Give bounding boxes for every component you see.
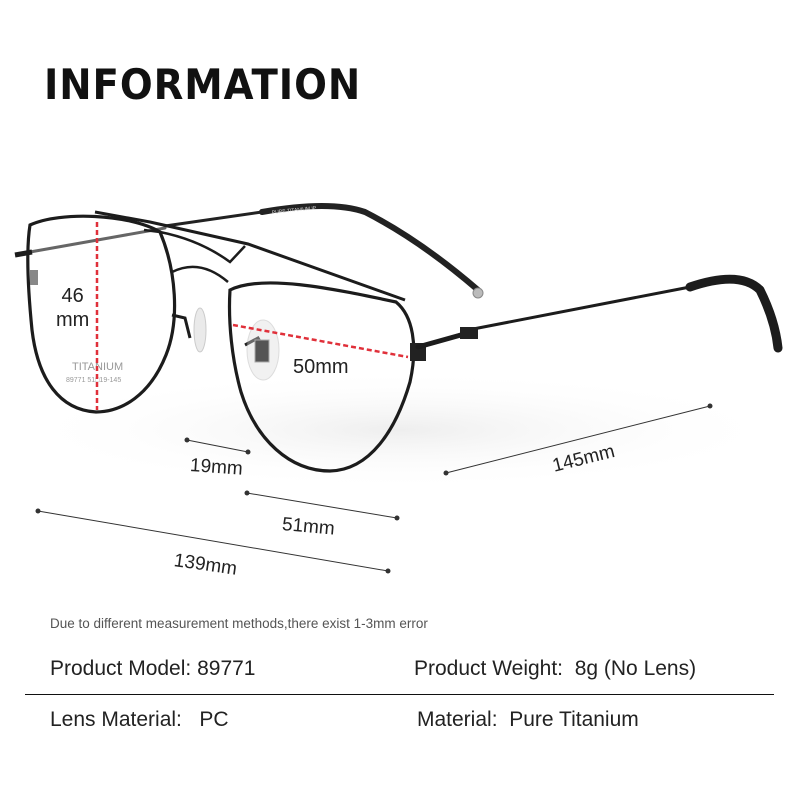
lens-height-label: 46 mm bbox=[56, 284, 89, 332]
bridge-line bbox=[186, 439, 249, 453]
bridge-label: 19mm bbox=[189, 455, 244, 480]
spec-lens-material-value: PC bbox=[199, 708, 229, 731]
near-temple bbox=[410, 274, 783, 361]
frame-width-line bbox=[37, 510, 389, 572]
measure-lines bbox=[37, 405, 711, 572]
bridge bbox=[171, 265, 229, 283]
spec-material-label: Material: bbox=[417, 708, 498, 731]
spec-lens-material-label: Lens Material: bbox=[50, 708, 182, 731]
spec-weight-label: Product Weight: bbox=[414, 657, 564, 680]
temple-length-line bbox=[445, 405, 711, 474]
spec-weight-value: 8g (No Lens) bbox=[574, 657, 697, 680]
nose-pads bbox=[193, 307, 280, 381]
spec-material: Material: Pure Titanium bbox=[417, 708, 639, 732]
lens-width-diag-label: 50mm bbox=[293, 356, 349, 378]
lens-imprint-code: 89771 51□19-145 bbox=[66, 377, 121, 384]
lens-width-label: 51mm bbox=[281, 514, 336, 540]
measure-lines-red bbox=[95, 222, 409, 410]
spec-model: Product Model: 89771 bbox=[50, 657, 256, 681]
frame-front bbox=[14, 210, 416, 473]
top-bar bbox=[94, 210, 406, 302]
temple-imprint: PURE TITANIUM IP bbox=[272, 205, 318, 216]
spec-model-label: Product Model: bbox=[50, 657, 192, 680]
right-lens-rim bbox=[227, 281, 416, 473]
measurement-note: Due to different measurement methods,the… bbox=[50, 616, 428, 631]
lens-height-value: 46 bbox=[61, 285, 84, 307]
spec-model-value: 89771 bbox=[197, 657, 256, 680]
spec-material-value: Pure Titanium bbox=[509, 708, 639, 731]
bridge-brace bbox=[143, 228, 246, 264]
measure-endpoints bbox=[35, 403, 713, 574]
left-lens-rim bbox=[26, 214, 177, 414]
divider bbox=[25, 694, 774, 695]
lens-width-diag-line bbox=[232, 323, 409, 359]
spec-lens-material: Lens Material: PC bbox=[50, 708, 229, 732]
spec-weight: Product Weight: 8g (No Lens) bbox=[414, 657, 696, 681]
page-title: INFORMATION bbox=[44, 60, 362, 109]
lens-height-unit: mm bbox=[56, 309, 90, 331]
lens-width-line bbox=[246, 492, 398, 519]
